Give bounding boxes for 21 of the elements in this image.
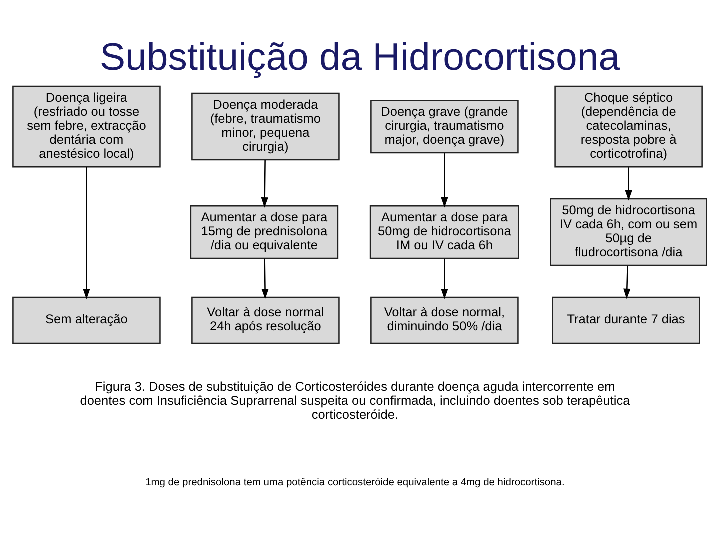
node-box: Sem alteração — [12, 296, 161, 344]
node-box: Tratar durante 7 dias — [552, 296, 700, 344]
arrow — [441, 258, 448, 300]
node-box: Aumentar a dose para 15mg de prednisolona /dia ou equivalente — [190, 205, 339, 260]
node-box: Doença grave (grande cirurgia, traumatismo major, doença grave) — [370, 100, 519, 154]
node-box: Doença moderada (febre, traumatismo minor, pequena cirurgia) — [192, 92, 340, 161]
node-box: 50mg de hidrocortisona IV cada 6h, com ou sem 50µg de fludrocortisona /dia — [550, 198, 708, 266]
arrow — [261, 160, 268, 208]
arrow — [441, 154, 448, 208]
arrow — [262, 258, 269, 300]
arrow — [83, 167, 90, 300]
arrow — [625, 168, 632, 201]
diagram-title: Substituição da Hidrocortisona — [100, 36, 620, 79]
node-box: Choque séptico (dependência de catecolaminas, resposta pobre à corticotrofina) — [554, 86, 703, 168]
node-box: Doença ligeira (resfriado ou tosse sem febre, extracção dentária com anestésico local) — [12, 86, 161, 168]
label: 1mg de prednisolona tem uma potência corticosteróide equivalente a 4mg de hidrocortisona. — [146, 477, 565, 488]
caption: Figura 3. Doses de substituição de Corticosteróides durante doença aguda intercorrente em doentes com Insuficiência Suprarrenal suspeita ou confirmada, incluindo doentes sob terapêutica corticosteróide. — [80, 378, 630, 422]
node-box: Voltar à dose normal 24h após resolução — [192, 296, 340, 344]
node-box: Voltar à dose normal, diminuindo 50% /dia — [370, 296, 519, 344]
node-box: Aumentar a dose para 50mg de hidrocortisona IM ou IV cada 6h — [370, 205, 520, 260]
arrow — [624, 266, 631, 300]
